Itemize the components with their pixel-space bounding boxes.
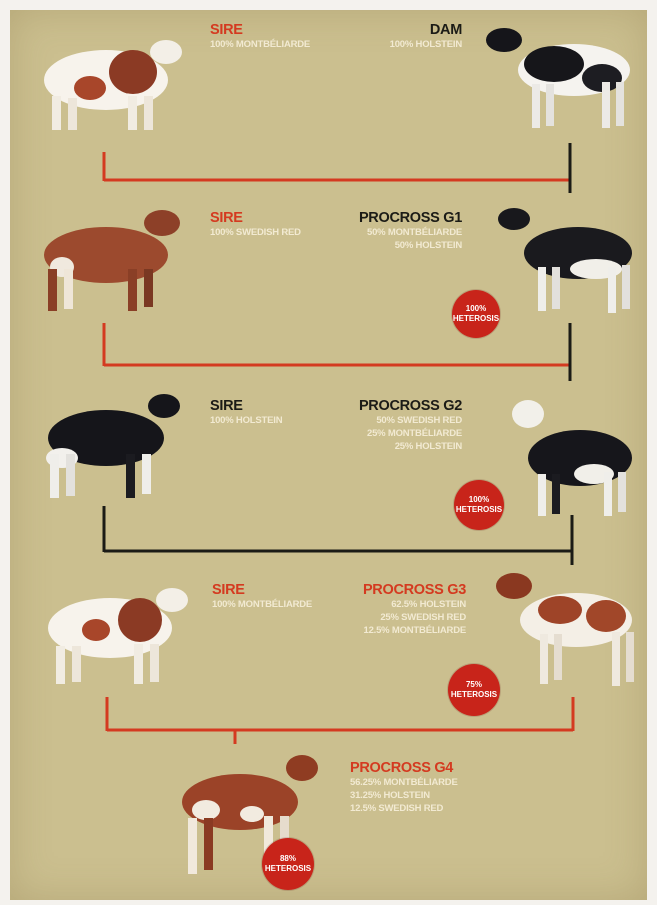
dam-title: PROCROSS G3	[330, 582, 466, 598]
connector-g1	[104, 143, 570, 193]
sire-label-1: SIRE 100% MONTBÉLIARDE	[210, 22, 310, 51]
dam-breed-line: 50% HOLSTEIN	[330, 239, 462, 252]
dam-label-2: PROCROSS G1 50% MONTBÉLIARDE 50% HOLSTEI…	[330, 210, 462, 252]
dam-label-1: DAM 100% HOLSTEIN	[330, 22, 462, 51]
sire-label-3: SIRE 100% HOLSTEIN	[210, 398, 282, 427]
dam-breed-line: 25% SWEDISH RED	[330, 611, 466, 624]
procross-g1-cow-icon	[496, 205, 646, 317]
heterosis-value: 100%	[469, 495, 489, 505]
heterosis-badge-g4: 88% HETEROSIS	[262, 838, 314, 890]
sire-breed-line: 100% MONTBÉLIARDE	[212, 598, 312, 611]
procross-g2-cow-icon	[508, 398, 638, 520]
sire-title: SIRE	[210, 22, 310, 38]
sire-breed-line: 100% MONTBÉLIARDE	[210, 38, 310, 51]
heterosis-label: HETEROSIS	[453, 314, 499, 324]
heterosis-value: 75%	[466, 680, 482, 690]
dam-breed-line: 62.5% HOLSTEIN	[330, 598, 466, 611]
dam-breed-line: 100% HOLSTEIN	[330, 38, 462, 51]
connector-g2	[104, 323, 570, 381]
holstein-cow-icon	[484, 22, 644, 132]
heterosis-value: 88%	[280, 854, 296, 864]
swedish-red-bull-icon	[34, 205, 184, 315]
dam-breed-line: 12.5% MONTBÉLIARDE	[330, 624, 466, 637]
sire-title: SIRE	[210, 398, 282, 414]
heterosis-badge-g3: 75% HETEROSIS	[448, 664, 500, 716]
montbeliarde-bull-icon-2	[32, 578, 192, 688]
procross-g3-cow-icon	[494, 570, 644, 694]
offspring-breed-line: 56.25% MONTBÉLIARDE	[350, 776, 458, 789]
dam-breed-line: 50% SWEDISH RED	[330, 414, 462, 427]
montbeliarde-bull-icon	[28, 30, 188, 130]
dam-title: DAM	[330, 22, 462, 38]
sire-title: SIRE	[210, 210, 301, 226]
heterosis-value: 100%	[466, 304, 486, 314]
dam-breed-line: 50% MONTBÉLIARDE	[330, 226, 462, 239]
heterosis-label: HETEROSIS	[265, 864, 311, 874]
dam-label-3: PROCROSS G2 50% SWEDISH RED 25% MONTBÉLI…	[330, 398, 462, 453]
sire-breed-line: 100% SWEDISH RED	[210, 226, 301, 239]
dam-breed-line: 25% HOLSTEIN	[330, 440, 462, 453]
heterosis-label: HETEROSIS	[456, 505, 502, 515]
offspring-label: PROCROSS G4 56.25% MONTBÉLIARDE 31.25% H…	[350, 760, 458, 815]
heterosis-badge-g2: 100% HETEROSIS	[454, 480, 504, 530]
sire-label-2: SIRE 100% SWEDISH RED	[210, 210, 301, 239]
sire-label-4: SIRE 100% MONTBÉLIARDE	[212, 582, 312, 611]
offspring-breed-line: 12.5% SWEDISH RED	[350, 802, 458, 815]
offspring-breed-line: 31.25% HOLSTEIN	[350, 789, 458, 802]
heterosis-label: HETEROSIS	[451, 690, 497, 700]
holstein-bull-icon	[40, 392, 182, 504]
offspring-title: PROCROSS G4	[350, 760, 458, 776]
heterosis-badge-g1: 100% HETEROSIS	[452, 290, 500, 338]
dam-title: PROCROSS G2	[330, 398, 462, 414]
connector-g4	[107, 697, 573, 744]
dam-breed-line: 25% MONTBÉLIARDE	[330, 427, 462, 440]
sire-title: SIRE	[212, 582, 312, 598]
dam-title: PROCROSS G1	[330, 210, 462, 226]
sire-breed-line: 100% HOLSTEIN	[210, 414, 282, 427]
dam-label-4: PROCROSS G3 62.5% HOLSTEIN 25% SWEDISH R…	[330, 582, 466, 637]
